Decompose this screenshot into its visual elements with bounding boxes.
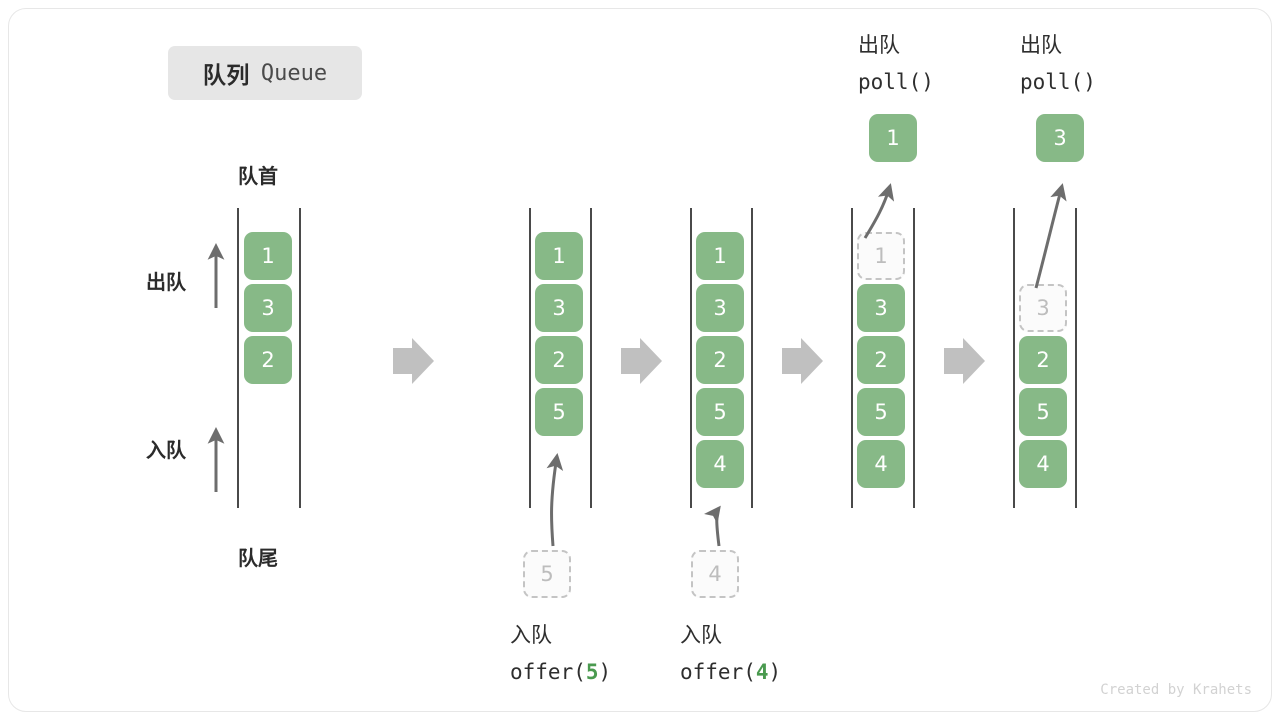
panel-3-caption-code: offer(4) [680,660,781,684]
panel-4-caption: 出队 poll() [858,28,934,101]
panel-4-caption-code: poll() [858,70,934,94]
panel-1-rail-left [237,208,239,508]
panel-2-rail-right [590,208,592,508]
panel-1-cell-1: 3 [244,284,292,332]
panel-3-cell-3: 5 [696,388,744,436]
panel-3-rail-right [751,208,753,508]
panel-5-rail-right [1075,208,1077,508]
panel-3-code-arg: 4 [755,660,769,684]
panel-4-motion-arrow-icon [863,183,895,239]
panel-3-cell-2: 2 [696,336,744,384]
panel-2-rail-left [529,208,531,508]
panel-1-cell-0: 1 [244,232,292,280]
step-arrow-4-icon [944,338,985,384]
panel-2-caption-cn: 入队 [510,624,552,647]
panel-3-cell-0: 1 [696,232,744,280]
panel-3-motion-arrow-icon [704,505,721,547]
credit-text: Created by Krahets [1100,682,1252,698]
panel-2-caption: 入队 offer(5) [510,618,611,691]
title-english: Queue [260,60,328,86]
panel-5-code-head: poll() [1020,70,1096,94]
title-chinese: 队列 [202,62,250,88]
step-arrow-1-icon [393,338,434,384]
panel-5-cell-2: 4 [1019,440,1067,488]
panel-2-code-arg: 5 [585,660,599,684]
panel-2-cell-1: 3 [535,284,583,332]
panel-4-cell-0: 3 [857,284,905,332]
step-arrow-2-icon [621,338,662,384]
panel-4-rail-left [851,208,853,508]
panel-4-popped-cell: 1 [869,114,917,162]
panel-2-code-tail: ) [598,660,612,684]
panel-2-ghost-cell: 5 [523,550,571,598]
panel-3-cell-1: 3 [696,284,744,332]
panel-4-code-head: poll() [858,70,934,94]
panel-5-caption-code: poll() [1020,70,1096,94]
panel-2-cell-3: 5 [535,388,583,436]
panel-5-cell-0: 2 [1019,336,1067,384]
label-rear: 队尾 [238,548,278,570]
label-enqueue-direction: 入队 [146,440,186,462]
panel-3-cell-4: 4 [696,440,744,488]
panel-5-ghost-cell: 3 [1019,284,1067,332]
panel-3-code-tail: ) [768,660,782,684]
panel-5-popped-cell: 3 [1036,114,1084,162]
panel-2-cell-0: 1 [535,232,583,280]
panel-5-caption-cn: 出队 [1020,34,1062,57]
panel-4-cell-3: 4 [857,440,905,488]
panel-5-rail-left [1013,208,1015,508]
panel-3-caption: 入队 offer(4) [680,618,781,691]
step-arrow-3-icon [782,338,823,384]
panel-5-caption: 出队 poll() [1020,28,1096,101]
panel-2-cell-2: 2 [535,336,583,384]
panel-4-caption-cn: 出队 [858,34,900,57]
diagram-title-badge: 队列 Queue [168,46,362,100]
panel-1-rail-right [299,208,301,508]
panel-2-code-head: offer( [510,660,586,684]
panel-5-cell-1: 5 [1019,388,1067,436]
panel-4-ghost-cell: 1 [857,232,905,280]
label-dequeue-direction: 出队 [146,272,186,294]
panel-1-cell-2: 2 [244,336,292,384]
panel-3-code-head: offer( [680,660,756,684]
panel-2-caption-code: offer(5) [510,660,611,684]
panel-4-cell-1: 2 [857,336,905,384]
label-front: 队首 [238,166,278,188]
panel-2-motion-arrow-icon [546,453,564,547]
panel-5-motion-arrow-icon [1034,183,1067,289]
panel-4-rail-right [913,208,915,508]
panel-3-caption-cn: 入队 [680,624,722,647]
panel-4-cell-2: 5 [857,388,905,436]
panel-3-rail-left [690,208,692,508]
panel-3-ghost-cell: 4 [691,550,739,598]
